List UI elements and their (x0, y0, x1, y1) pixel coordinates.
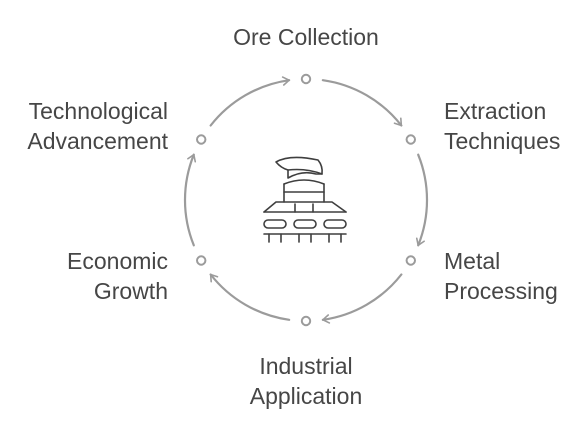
label-line: Ore Collection (233, 24, 379, 50)
cycle-node (300, 73, 312, 85)
cycle-arrows (183, 76, 429, 324)
label-line: Technological (28, 98, 168, 124)
cycle-node (196, 134, 207, 145)
label-line: Extraction (444, 98, 547, 124)
cycle-nodes (196, 73, 416, 327)
stage-label-technological-advancement: Technological Advancement (0, 96, 168, 156)
label-line: Growth (93, 278, 168, 304)
cycle-arrow (415, 153, 429, 247)
cycle-node (300, 315, 312, 327)
stage-label-extraction-techniques: Extraction Techniques (444, 96, 560, 156)
stage-label-industrial-application: Industrial Application (206, 351, 406, 411)
cycle-node (196, 255, 207, 266)
label-line: Economic (67, 248, 168, 274)
cycle-node (405, 255, 416, 266)
cycle-arrow (209, 273, 291, 321)
label-line: Techniques (444, 128, 561, 154)
stage-label-economic-growth: Economic Growth (20, 246, 168, 306)
label-line: Advancement (27, 128, 168, 154)
label-line: Processing (444, 278, 558, 304)
cycle-arrow (183, 153, 197, 247)
cycle-node (405, 134, 416, 145)
label-line: Industrial (259, 353, 353, 379)
stage-label-metal-processing: Metal Processing (444, 246, 558, 306)
cycle-arrow (321, 79, 403, 127)
label-line: Metal (444, 248, 501, 274)
cycle-arrow (209, 76, 291, 127)
label-line: Application (249, 383, 363, 409)
stage-label-ore-collection: Ore Collection (206, 22, 406, 52)
cycle-arrow (321, 273, 403, 324)
mining-machine-icon (263, 156, 347, 243)
